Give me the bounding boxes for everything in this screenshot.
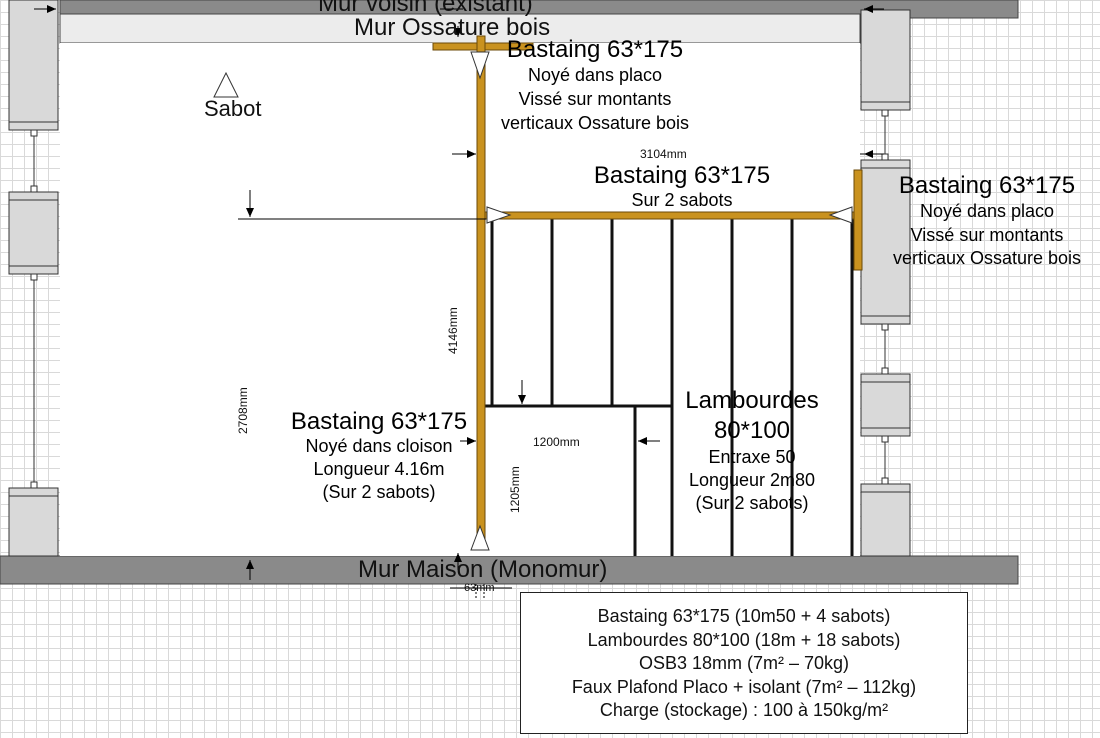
joists-line1: Entraxe 50	[708, 447, 796, 467]
house-wall-label: Mur Maison (Monomur)	[358, 556, 608, 583]
dim-height-small: 1205mm	[508, 466, 522, 513]
beam-left-annotation: Bastaing 63*175 Noyé dans cloison Longue…	[280, 409, 478, 504]
dim-width-small: 1200mm	[533, 435, 580, 449]
beam-middle-title: Bastaing 63*175	[593, 162, 771, 189]
joists-annotation: Lambourdes 80*100 Entraxe 50 Longueur 2m…	[672, 386, 832, 515]
dim-height-vertical: 4146mm	[446, 307, 460, 354]
timber-beams	[432, 35, 863, 551]
dim-height-left: 2708mm	[236, 387, 250, 434]
house-wall	[0, 555, 1019, 585]
joists-line2: Longueur 2m80	[688, 470, 816, 490]
beam-top-annotation: Bastaing 63*175 Noyé dans placo Vissé su…	[490, 37, 700, 135]
legend-line: Bastaing 63*175 (10m50 + 4 sabots)	[597, 606, 891, 626]
left-posts	[8, 0, 59, 557]
beam-top-line2: Vissé sur montants	[518, 89, 672, 109]
beam-right-line2: Vissé sur montants	[910, 225, 1064, 245]
beam-right-line3: verticaux Ossature bois	[892, 248, 1082, 268]
dimension-lines	[34, 5, 884, 600]
beam-left-vertical	[476, 35, 486, 551]
dim-width-top: 3104mm	[640, 147, 687, 161]
legend-line: Faux Plafond Placo + isolant (7m² – 112k…	[571, 676, 917, 697]
beam-left-line1: Noyé dans cloison	[305, 436, 453, 456]
beam-right-vertical	[853, 169, 863, 271]
beam-middle-line1: Sur 2 sabots	[631, 190, 733, 210]
joists	[485, 216, 854, 556]
joists-title1: Lambourdes	[685, 387, 819, 414]
materials-legend: Bastaing 63*175 (10m50 + 4 sabots) Lambo…	[520, 592, 968, 734]
beam-top-title: Bastaing 63*175	[506, 36, 684, 63]
beam-middle-horizontal	[484, 211, 856, 220]
sabot-marks	[213, 51, 853, 551]
joists-title2: 80*100	[713, 417, 791, 444]
room-area	[60, 43, 860, 556]
beam-left-title: Bastaing 63*175	[290, 408, 468, 435]
wood-frame-wall-label: Mur Ossature bois	[354, 14, 551, 41]
beam-right-line1: Noyé dans placo	[919, 201, 1055, 221]
legend-line: Lambourdes 80*100 (18m + 18 sabots)	[587, 629, 901, 650]
sabot-label: Sabot	[204, 96, 262, 121]
beam-middle-annotation: Bastaing 63*175 Sur 2 sabots	[580, 163, 784, 211]
beam-left-line3: (Sur 2 sabots)	[322, 482, 436, 502]
neighbor-wall-label: Mur voisin (existant)	[318, 0, 533, 17]
beam-right-annotation: Bastaing 63*175 Noyé dans placo Vissé su…	[882, 173, 1092, 269]
beam-top-line1: Noyé dans placo	[527, 65, 663, 85]
right-posts	[860, 9, 911, 557]
legend-line: Charge (stockage) : 100 à 150kg/m²	[599, 700, 889, 720]
beam-right-title: Bastaing 63*175	[898, 172, 1076, 199]
legend-line: OSB3 18mm (7m² – 70kg)	[638, 653, 850, 673]
joists-line3: (Sur 2 sabots)	[695, 493, 809, 513]
dim-thickness: 63mm	[464, 582, 495, 594]
beam-left-line2: Longueur 4.16m	[313, 459, 445, 479]
beam-top-line3: verticaux Ossature bois	[500, 113, 690, 133]
